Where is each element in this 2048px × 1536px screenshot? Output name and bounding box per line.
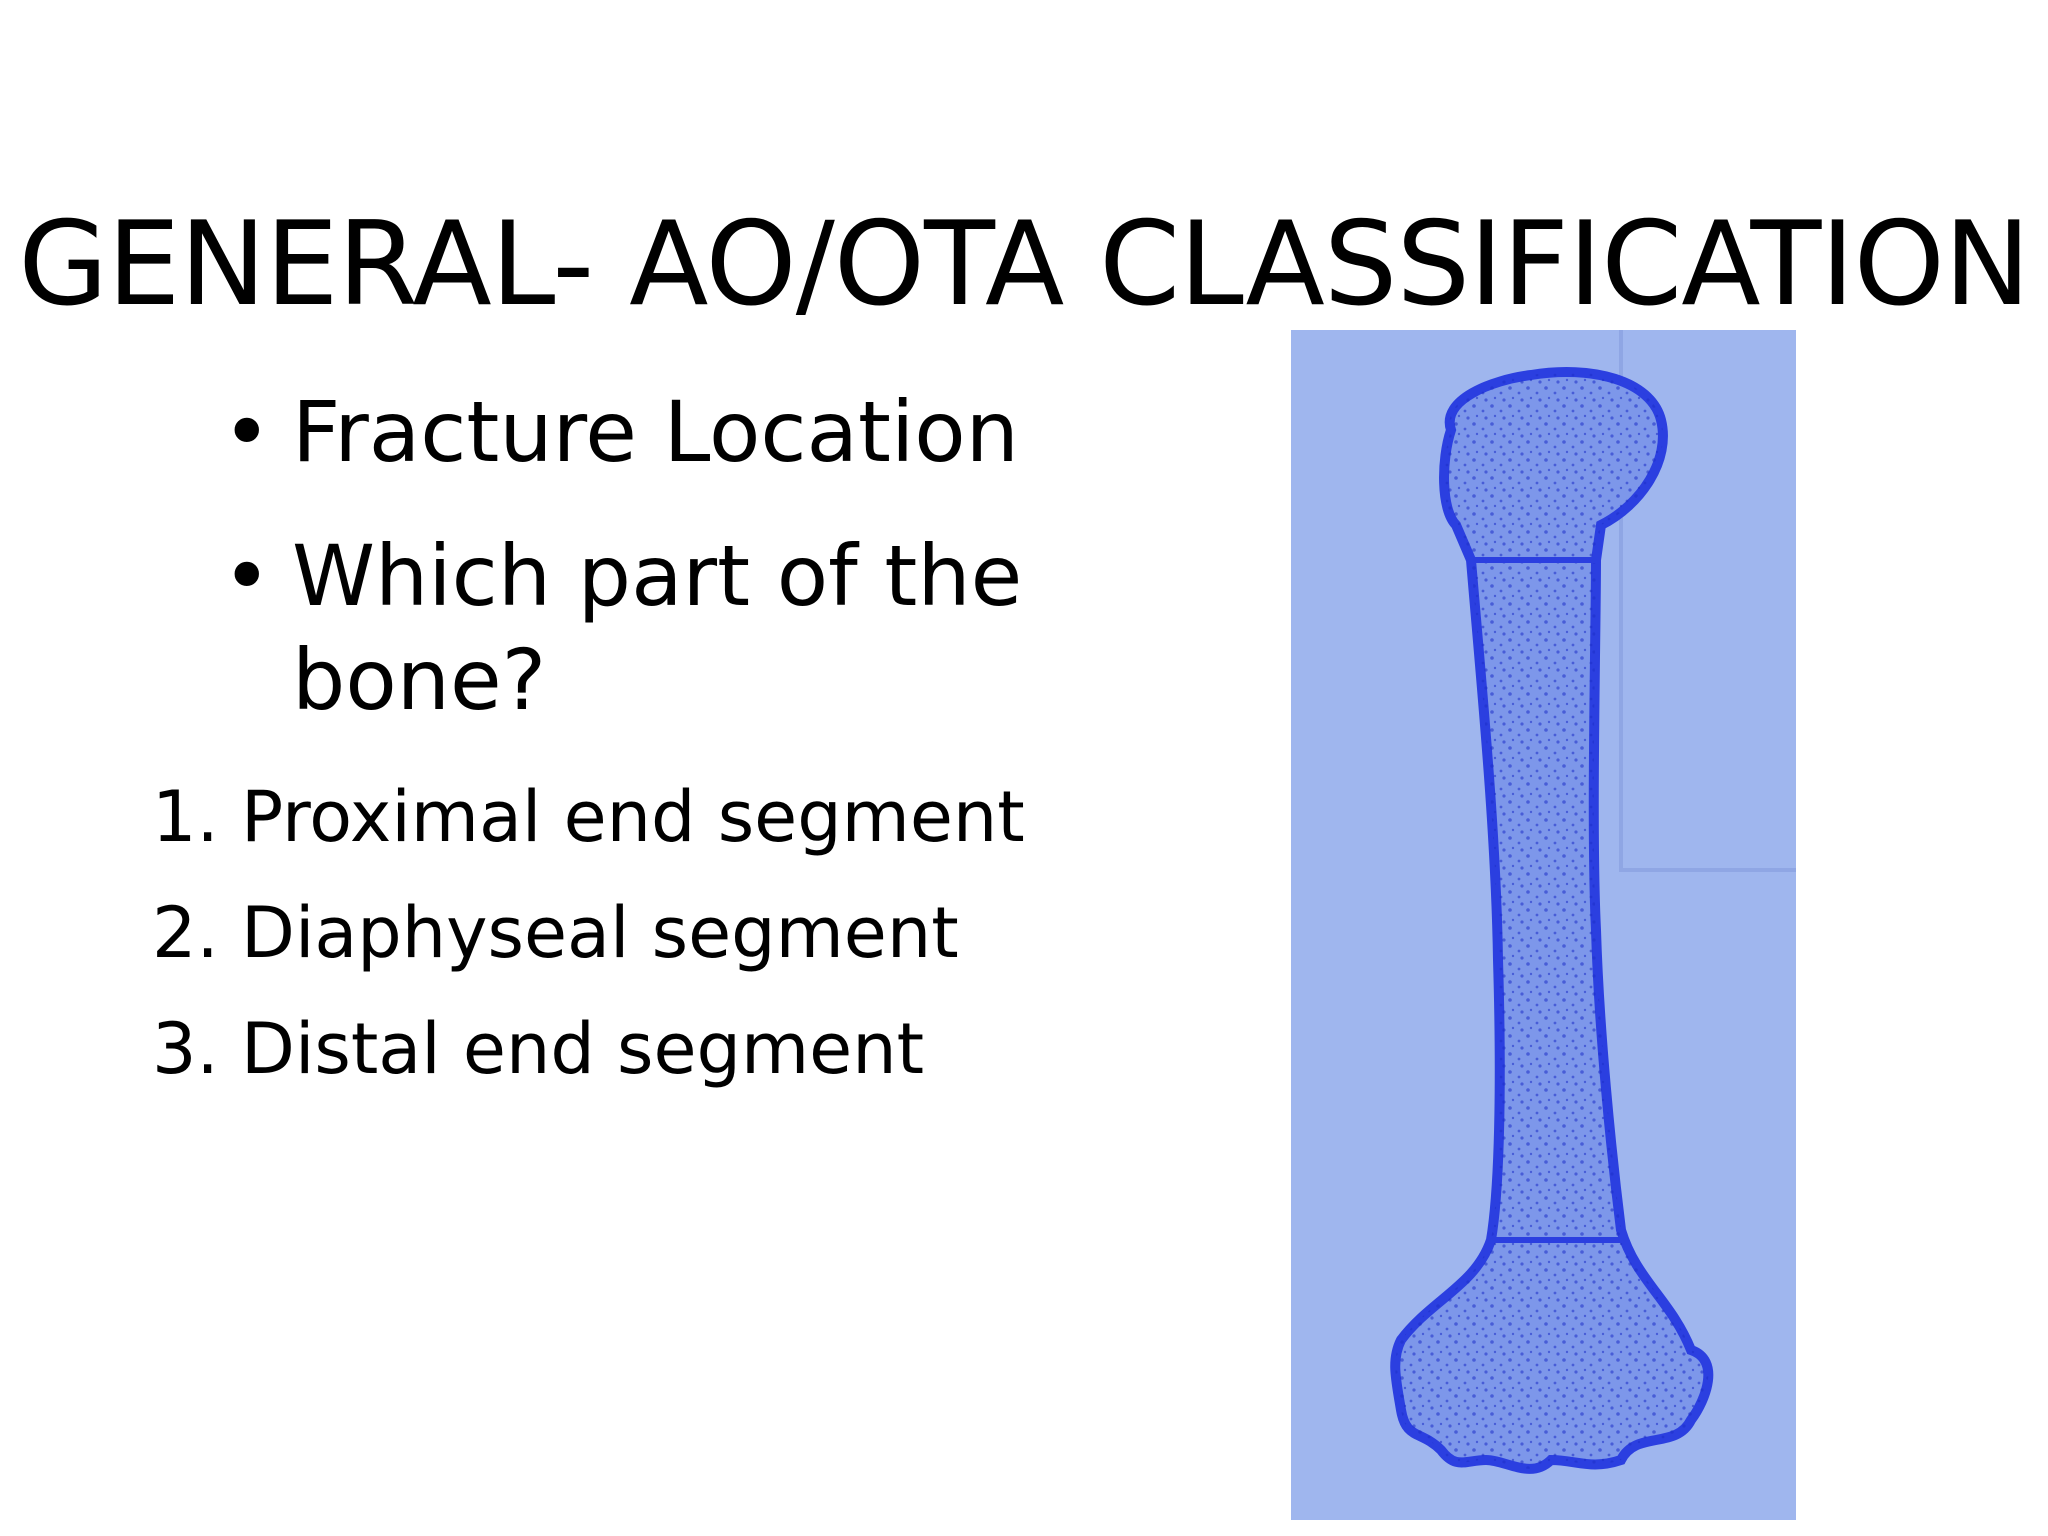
bullet-text: Fracture Location: [292, 383, 1019, 481]
bullet-dot: •: [222, 383, 272, 481]
bullet-text: Which part of the bone?: [292, 527, 1023, 729]
segment-list: 1. Proximal end segment 2. Diaphyseal se…: [152, 772, 1082, 1094]
bone-figure: [1291, 330, 1796, 1520]
list-item: 1. Proximal end segment: [152, 776, 1025, 858]
slide-content: • Fracture Location • Which part of the …: [152, 380, 1082, 1120]
list-item: 3. Distal end segment: [152, 1008, 925, 1090]
humerus-bone-icon: [1390, 330, 1796, 1474]
bullet-dot: •: [222, 527, 272, 625]
list-item: 2. Diaphyseal segment: [152, 892, 959, 974]
bullet-item: • Which part of the bone?: [222, 524, 1082, 732]
slide-title: GENERAL- AO/OTA CLASSIFICATION: [18, 196, 2030, 332]
bullet-item: • Fracture Location: [222, 380, 1082, 484]
